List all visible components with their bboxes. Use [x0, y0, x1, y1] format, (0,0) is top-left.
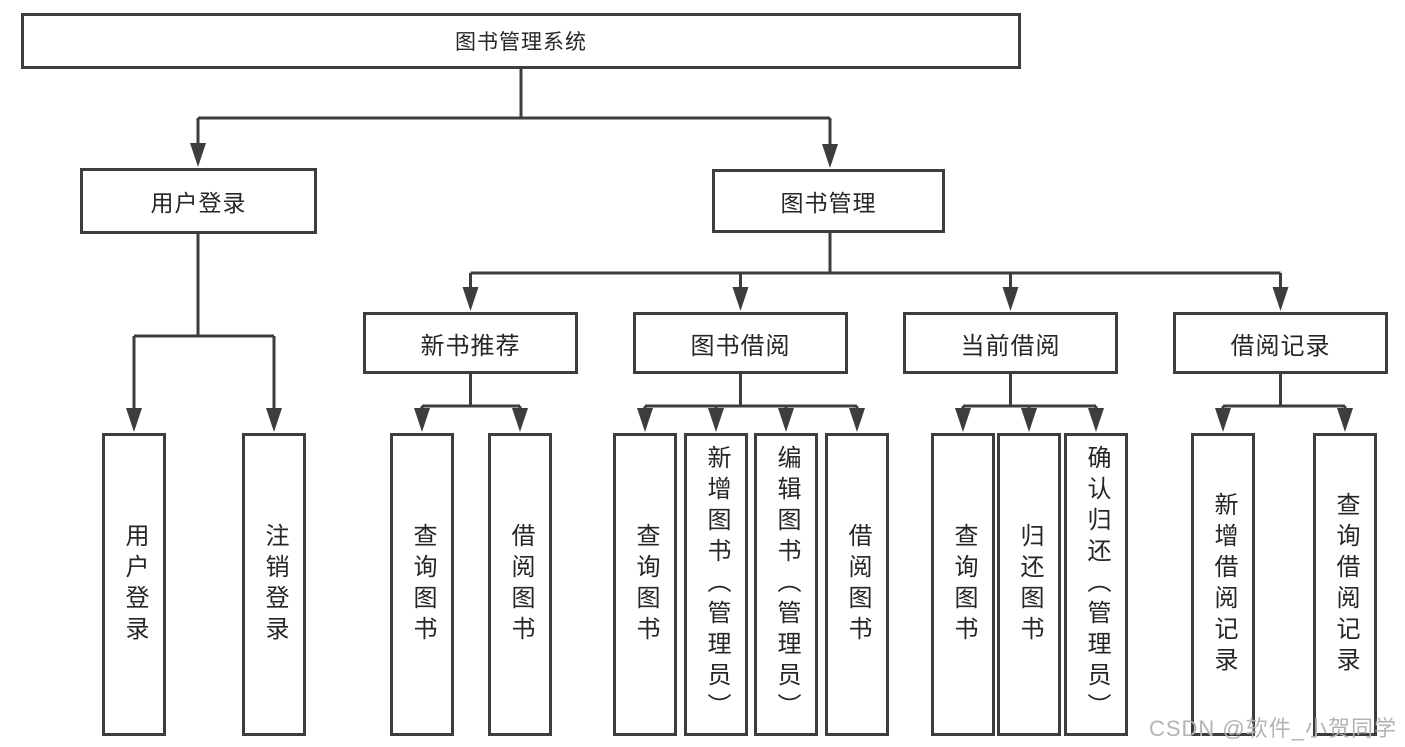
arrowheads	[126, 143, 1353, 432]
leaf-edit-books-admin: 编辑图书（管理员）	[754, 433, 818, 736]
leaf-return-books: 归还图书	[997, 433, 1061, 736]
leaf-query-books-newbooks: 查询图书	[390, 433, 454, 736]
leaf-borrow-books-newbooks-label: 借阅图书	[507, 522, 534, 647]
leaf-confirm-return-admin-label: 确认归还（管理员）	[1083, 445, 1110, 724]
leaf-logout-login-label: 注销登录	[261, 522, 288, 647]
node-book-management: 图书管理	[712, 169, 945, 233]
leaf-add-borrow-record-label: 新增借阅记录	[1210, 491, 1237, 678]
leaf-return-books-label: 归还图书	[1016, 522, 1043, 647]
csdn-watermark: CSDN @软件_小贺同学	[1148, 716, 1397, 741]
node-current-borrowing-label: 当前借阅	[960, 332, 1061, 360]
node-borrowing-records: 借阅记录	[1173, 312, 1388, 374]
leaf-borrow-books-newbooks: 借阅图书	[488, 433, 552, 736]
leaf-add-books-admin-label: 新增图书（管理员）	[703, 445, 730, 724]
node-current-borrowing: 当前借阅	[903, 312, 1118, 374]
leaf-logout-login: 注销登录	[242, 433, 306, 736]
node-library-management-system-label: 图书管理系统	[455, 31, 587, 54]
node-user-login-label: 用户登录	[150, 190, 247, 216]
leaf-borrow-books-borrowing-label: 借阅图书	[844, 522, 871, 647]
node-new-book-recommendation: 新书推荐	[363, 312, 578, 374]
leaf-edit-books-admin-label: 编辑图书（管理员）	[773, 445, 800, 724]
leaf-add-borrow-record: 新增借阅记录	[1191, 433, 1255, 736]
leaf-query-books-current-label: 查询图书	[950, 522, 977, 647]
node-book-management-label: 图书管理	[780, 190, 877, 216]
leaf-user-login: 用户登录	[102, 433, 166, 736]
node-book-borrowing-label: 图书借阅	[690, 332, 791, 360]
node-user-login: 用户登录	[80, 168, 317, 234]
leaf-add-books-admin: 新增图书（管理员）	[684, 433, 748, 736]
leaf-query-borrow-record-label: 查询借阅记录	[1332, 491, 1359, 678]
node-new-book-recommendation-label: 新书推荐	[420, 332, 521, 360]
leaf-query-borrow-record: 查询借阅记录	[1313, 433, 1377, 736]
leaf-confirm-return-admin: 确认归还（管理员）	[1064, 433, 1128, 736]
leaf-query-books-borrowing: 查询图书	[613, 433, 677, 736]
leaf-borrow-books-borrowing: 借阅图书	[825, 433, 889, 736]
leaf-user-login-label: 用户登录	[121, 522, 148, 647]
node-borrowing-records-label: 借阅记录	[1230, 332, 1331, 360]
leaf-query-books-newbooks-label: 查询图书	[409, 522, 436, 647]
leaf-query-books-borrowing-label: 查询图书	[632, 522, 659, 647]
leaf-query-books-current: 查询图书	[931, 433, 995, 736]
node-library-management-system: 图书管理系统	[21, 13, 1021, 69]
node-book-borrowing: 图书借阅	[633, 312, 848, 374]
